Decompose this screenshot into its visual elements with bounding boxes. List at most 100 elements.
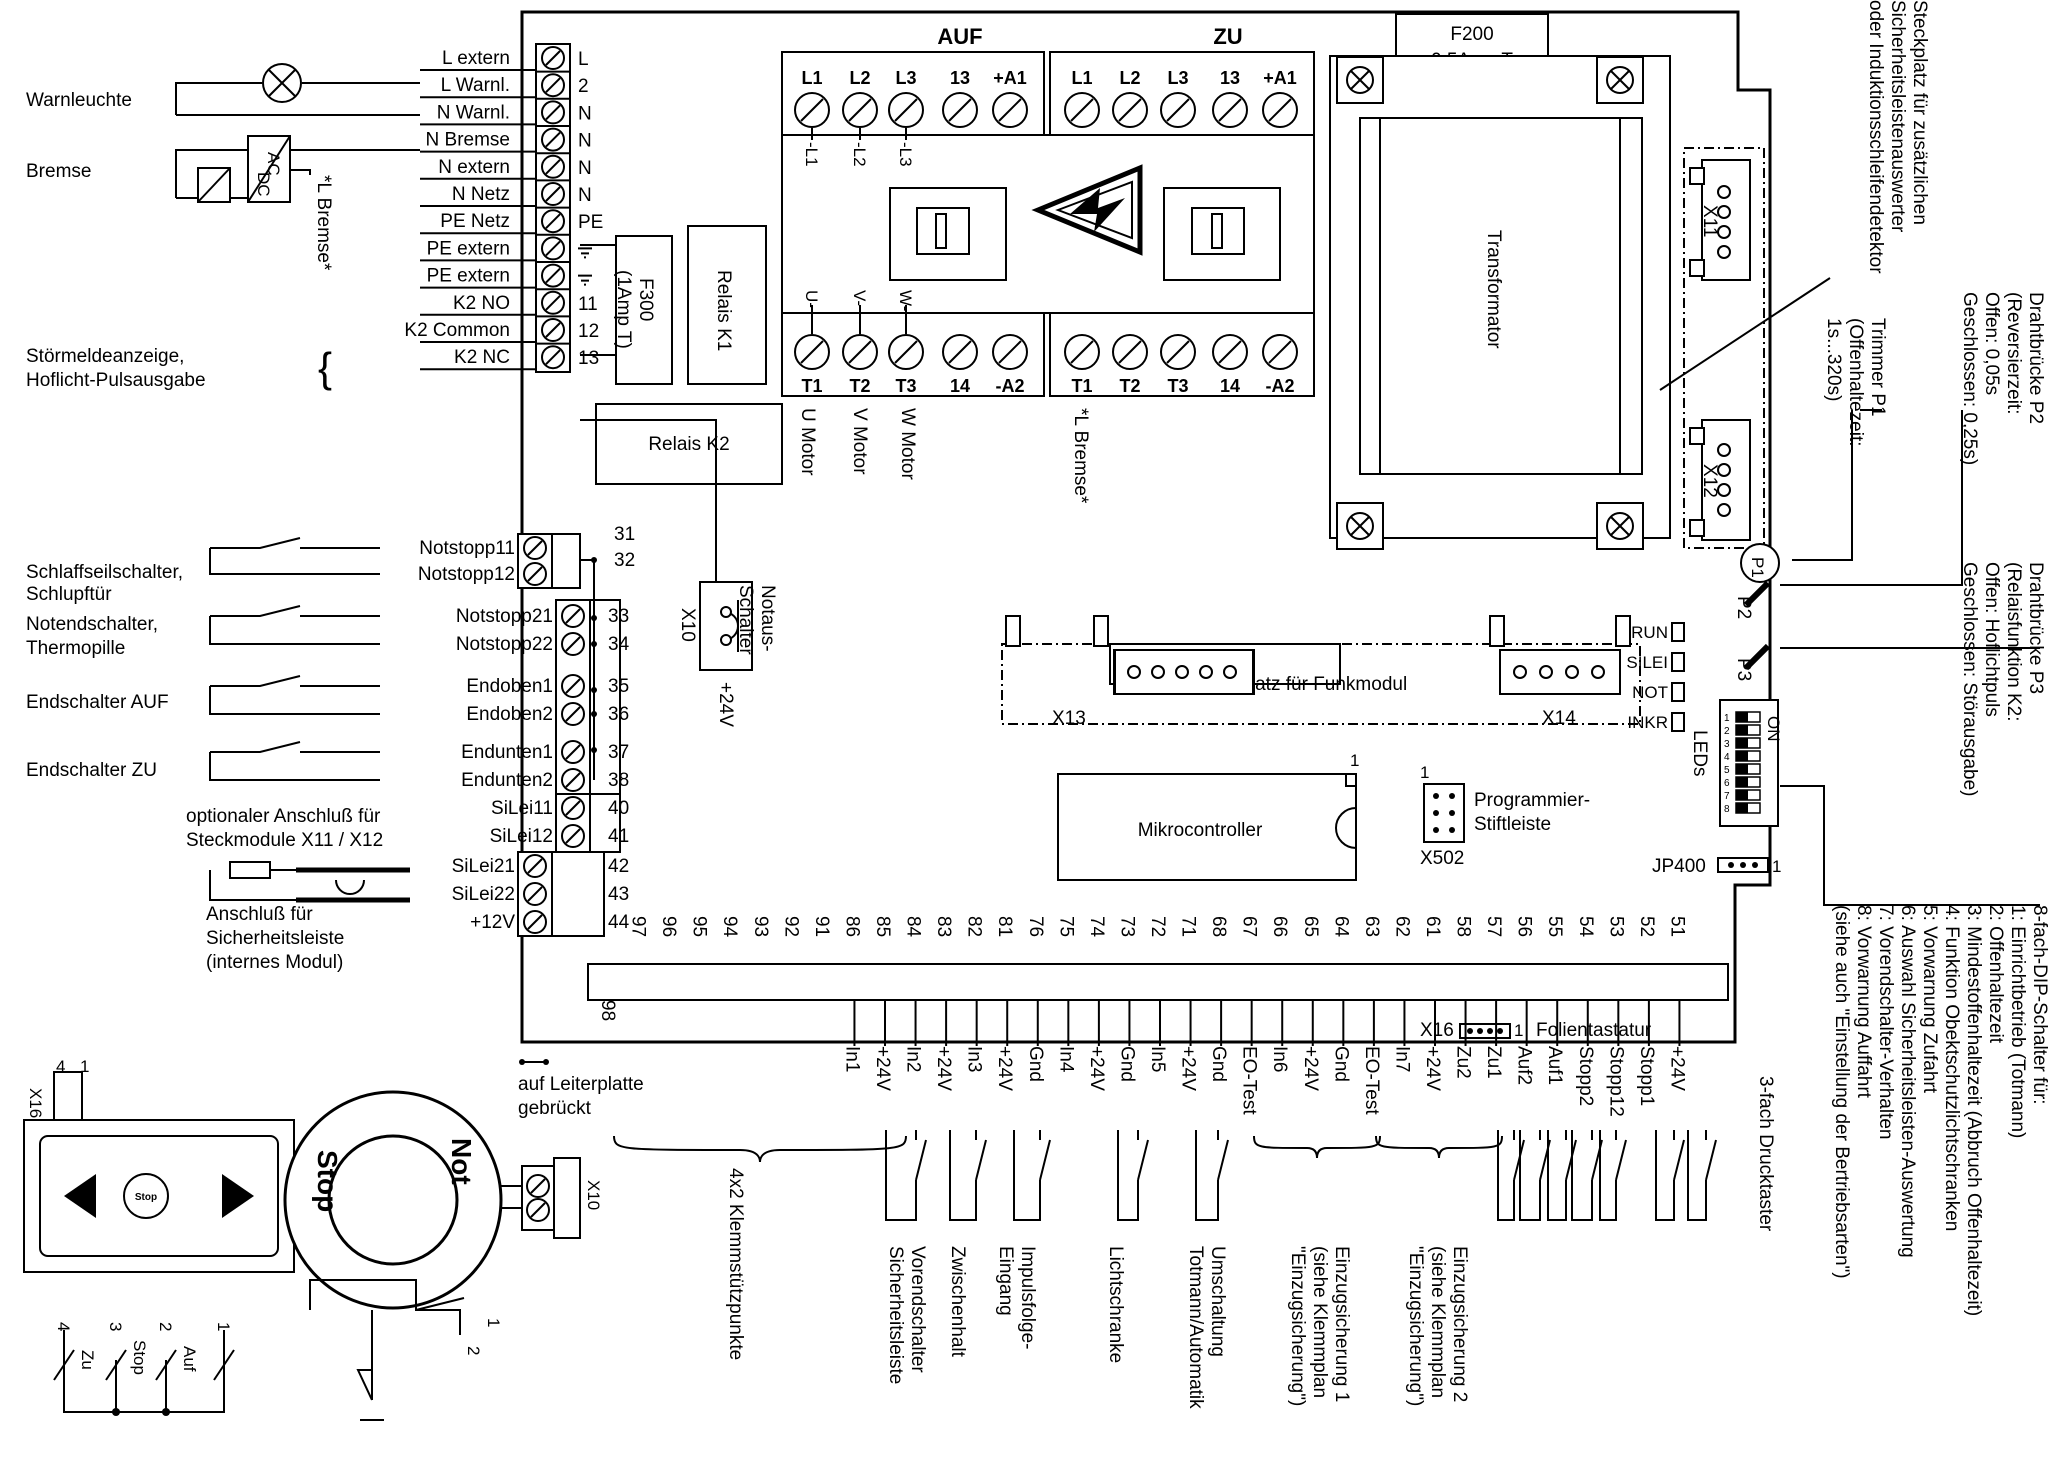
- close-arrow-icon[interactable]: [222, 1174, 254, 1218]
- p2-note: Drahtbrücke P2 (Reversierzeit: Offen: 0,…: [1959, 292, 2046, 465]
- left-terminal-num: L: [578, 49, 589, 70]
- terminal-screw: [842, 334, 878, 370]
- svg-text:AUF: AUF: [937, 24, 982, 49]
- terminal-screw: [561, 632, 585, 656]
- terminal-screw: [992, 92, 1028, 128]
- bottom-terminal-label: Zu2: [1453, 1046, 1474, 1079]
- mid-terminal-num: 44: [608, 912, 630, 933]
- bottom-function-line: Vorendschalter: [907, 1246, 928, 1373]
- warnleuchte-circuit: Warnleuchte: [26, 63, 420, 116]
- dip-switch-lever: [1736, 751, 1748, 761]
- left-terminal-label: K2 Common: [404, 320, 510, 341]
- l-bremse-side-label: *L Bremse*: [313, 175, 334, 271]
- svg-text:ZU: ZU: [1213, 24, 1242, 49]
- funkmodul-slot: Steckplatz für Funkmodul X13 X14: [1001, 615, 1641, 729]
- bottom-terminal-label: Gnd: [1025, 1046, 1046, 1082]
- terminal-screw: [561, 604, 585, 628]
- led-label: SILEI: [1626, 653, 1668, 672]
- contactor-bottom-label: T2: [849, 376, 870, 396]
- terminal-screw: [541, 263, 565, 288]
- terminal-screw: [561, 796, 585, 820]
- contactor-top-label: L2: [1119, 68, 1140, 88]
- dip-note-line: 8-fach-DIP-Schalter für:: [2029, 905, 2049, 1105]
- terminal-screw: [541, 236, 565, 261]
- bottom-terminal-label: In4: [1055, 1046, 1076, 1073]
- svg-text:4x2 Klemmstützpunkte: 4x2 Klemmstützpunkte: [725, 1168, 746, 1360]
- bottom-terminal-num: 67: [1239, 916, 1260, 937]
- bottom-terminal-num: 85: [872, 916, 893, 937]
- bottom-terminal-label: Gnd: [1116, 1046, 1137, 1082]
- left-terminal-label: L Warnl.: [441, 75, 510, 96]
- bottom-function-line: Lichtschranke: [1105, 1246, 1126, 1363]
- input-switch-symbol: [1571, 1130, 1603, 1221]
- svg-text:F200: F200: [1450, 24, 1493, 45]
- svg-text:Stop: Stop: [135, 1192, 157, 1203]
- bottom-terminal-label: +24V: [1422, 1046, 1443, 1091]
- dip-note-line: 2: Offenhaltezeit: [1985, 905, 2006, 1044]
- svg-text:1s...320s): 1s...320s): [1823, 318, 1844, 401]
- x502-header: 1 X502 Programmier- Stiftleiste: [1420, 763, 1590, 869]
- svg-text:Relais K2: Relais K2: [648, 434, 729, 455]
- terminal-screw: [888, 92, 924, 128]
- mid-terminal-label: +12V: [470, 912, 515, 933]
- svg-text:+24V: +24V: [715, 682, 736, 727]
- input-switch-symbol: [949, 1130, 987, 1221]
- svg-text:Zu: Zu: [78, 1350, 97, 1370]
- bottom-function-line: Zwischenhalt: [947, 1246, 968, 1358]
- contactor-bottom-label: 14: [1220, 376, 1240, 396]
- svg-text:Endschalter ZU: Endschalter ZU: [26, 760, 157, 781]
- bottom-terminal-label: In7: [1391, 1046, 1412, 1072]
- svg-text:optionaler Anschluß für: optionaler Anschluß für: [186, 806, 381, 827]
- led-label: NOT: [1632, 683, 1668, 702]
- mid-devices: Schlaffseilschalter, Schlupftür Notendsc…: [26, 562, 383, 973]
- high-voltage-warning-icon: [1031, 164, 1143, 256]
- svg-text:V Motor: V Motor: [849, 408, 870, 475]
- bottom-function-line: "Einzugsicherung"): [1287, 1246, 1308, 1406]
- bottom-terminal-num: 95: [689, 916, 710, 937]
- bottom-terminal-label: In2: [903, 1046, 924, 1072]
- limit-switch-symbol: [209, 741, 380, 781]
- svg-text:gebrückt: gebrückt: [518, 1098, 592, 1119]
- bottom-terminal-num: 62: [1391, 916, 1412, 937]
- svg-text:Drahtbrücke P2: Drahtbrücke P2: [2025, 292, 2046, 424]
- bottom-function-line: Einzugsicherung 2: [1449, 1246, 1470, 1402]
- svg-text:Offen: 0,05s: Offen: 0,05s: [1981, 292, 2002, 395]
- mid-terminal-strip: 31Notstopp1132Notstopp1233Notstopp2134No…: [418, 524, 635, 937]
- svg-text:(Reversierzeit:: (Reversierzeit:: [2003, 292, 2024, 414]
- svg-text:(1Amp T): (1Amp T): [613, 270, 634, 349]
- bottom-terminal-num: 96: [658, 916, 679, 937]
- svg-text:ON: ON: [1764, 716, 1783, 742]
- bottom-terminal-num: 84: [903, 916, 924, 938]
- dip-switch-num: 6: [1724, 778, 1730, 789]
- stop-button[interactable]: [123, 1173, 169, 1219]
- mid-terminal-num: 34: [608, 634, 630, 655]
- p1-note: Trimmer P1 (Offenhaltezeit: 1s...320s): [1823, 318, 1888, 447]
- input-switch-symbol: [1013, 1130, 1051, 1221]
- bottom-terminal-num: 76: [1025, 916, 1046, 937]
- motor-output-labels: U Motor V Motor W Motor *L Bremse*: [797, 408, 1091, 504]
- bottom-function-line: 3-fach Drucktaster: [1755, 1076, 1776, 1232]
- bottom-terminal-num: 57: [1483, 916, 1504, 937]
- pcb-outline: [520, 10, 1772, 1044]
- svg-text:Schlupftür: Schlupftür: [26, 584, 112, 605]
- left-terminal-label: N extern: [438, 157, 510, 178]
- terminal-screw: [1160, 92, 1196, 128]
- bottom-terminal-num: 55: [1544, 916, 1565, 937]
- mid-terminal-num: 43: [608, 884, 629, 905]
- led-indicator: [1671, 712, 1685, 732]
- mid-terminal-label: SiLei11: [491, 798, 553, 819]
- bottom-terminal-num: 74: [1086, 916, 1107, 938]
- dip-switch-lever: [1736, 738, 1748, 748]
- left-terminal-label: L extern: [442, 48, 510, 69]
- contactor-bottom-label: 14: [950, 376, 970, 396]
- bottom-terminal-num: 93: [750, 916, 771, 937]
- bottom-terminal-num: 71: [1178, 916, 1199, 937]
- dip-switch-lever: [1736, 764, 1748, 774]
- open-arrow-icon[interactable]: [64, 1174, 96, 1218]
- terminal-screw: [561, 674, 585, 698]
- bottom-terminal-num: 97: [628, 916, 649, 937]
- left-terminal-label: N Bremse: [426, 130, 510, 151]
- svg-text:X16: X16: [26, 1088, 45, 1118]
- contactor-bottom-label: T3: [895, 376, 916, 396]
